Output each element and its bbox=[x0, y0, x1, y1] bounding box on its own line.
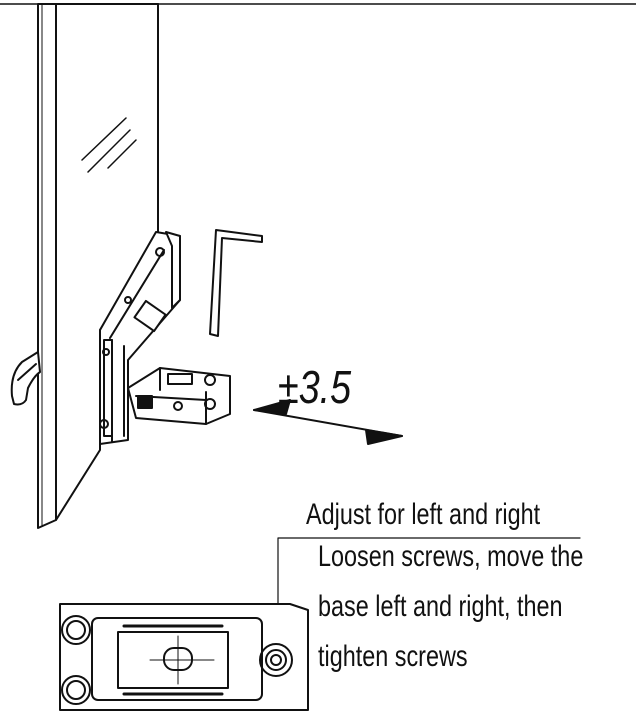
base-plate-top-view bbox=[59, 603, 309, 711]
dimension-label: ±3.5 bbox=[278, 361, 352, 413]
door-handle bbox=[10, 351, 41, 406]
mounting-base bbox=[127, 367, 231, 425]
instruction-line: tighten screws bbox=[318, 640, 468, 673]
instruction-line: Loosen screws, move the bbox=[318, 540, 584, 573]
instruction-heading: Adjust for left and right bbox=[306, 498, 541, 531]
instruction-line: base left and right, then bbox=[318, 590, 563, 623]
hinge-body bbox=[99, 231, 181, 445]
allen-key-icon bbox=[209, 229, 263, 337]
adjustment-arrow bbox=[253, 399, 403, 445]
